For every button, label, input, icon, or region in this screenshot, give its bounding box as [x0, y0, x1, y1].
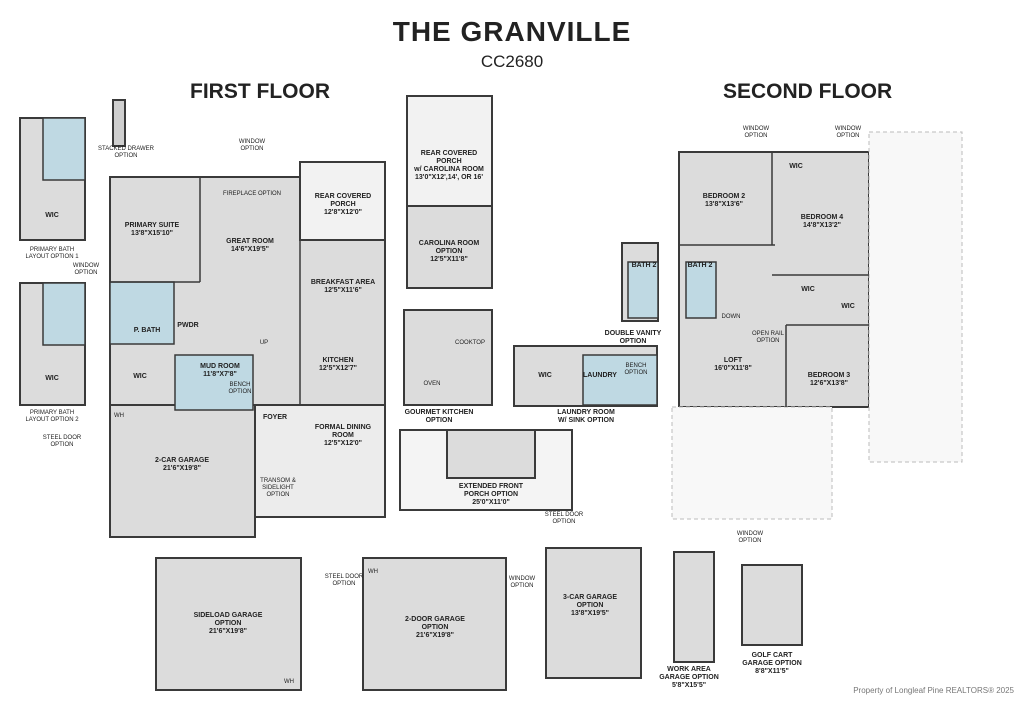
second-floor-heading: SECOND FLOOR [723, 80, 893, 103]
pwdr-label: PWDR [177, 322, 199, 329]
wic-primary-label: WIC [133, 373, 147, 380]
cooktop-label: COOKTOP [455, 340, 485, 346]
wic-b-label: WIC [801, 286, 815, 293]
foyer-label: FOYER [262, 414, 288, 421]
plan-code: CC2680 [480, 52, 544, 71]
bath2-vanity-label: BATH 2 [631, 262, 657, 269]
wic-bed2-label: WIC [789, 163, 803, 170]
wic-c-label: WIC [841, 303, 855, 310]
p-bath-label: P. BATH [133, 327, 161, 334]
wh-label: WH [114, 413, 124, 419]
first-floor-heading: FIRST FLOOR [190, 80, 330, 103]
wic-opt2-label: WIC [45, 375, 59, 382]
copyright: Property of Longleaf Pine REALTORS® 2025 [853, 686, 1014, 695]
up-label: UP [259, 340, 269, 346]
bath2-label: BATH 2 [687, 262, 713, 269]
rear-porch [299, 161, 386, 241]
wic-opt1-label: WIC [45, 212, 59, 219]
wic-laundry-label: WIC [538, 372, 552, 379]
oven-label: OVEN [423, 381, 441, 387]
plan-title: THE GRANVILLE [392, 16, 632, 47]
down-label: DOWN [721, 314, 741, 320]
wh-mid-label: WH [368, 569, 378, 575]
laundry-label: LAUNDRY [583, 372, 617, 379]
wh-sideload-label: WH [284, 679, 294, 685]
fireplace-label: FIREPLACE OPTION [222, 191, 282, 197]
